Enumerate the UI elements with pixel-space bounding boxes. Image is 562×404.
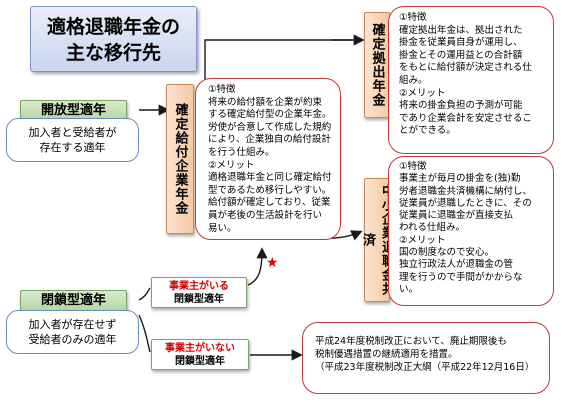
abolition-note: 平成24年度税制改正において、廃止期限後も 税制優遇措置の継続適用を措置。 （平… — [302, 322, 550, 394]
diagram-title: 適格退職年金の 主な移行先 — [30, 6, 197, 72]
chusho-line-2: 事業主が毎月の掛金を(独)勤 — [399, 173, 521, 185]
title-line-2: 主な移行先 — [65, 42, 161, 64]
db-line-8: 適格退職年金と同じ確定給付 — [208, 172, 332, 184]
abolition-line-3: （平成23年度税制改正大綱（平成22年12月16日） — [315, 362, 535, 373]
db-line-7: ②メリット — [208, 159, 255, 171]
chusho-line-6: われる仕組み。 — [399, 222, 466, 234]
chusho-line-11: い。 — [399, 283, 419, 295]
dc-label: 確定拠出年金 — [364, 12, 390, 118]
dc-line-10: とができる。 — [399, 125, 456, 137]
closed-to-absent-line — [138, 314, 151, 353]
db-line-11: 員が老後の生活設計を行い — [208, 209, 323, 221]
db-line-6: を行う仕組み。 — [208, 146, 275, 158]
closed-type-desc-line-2: 受給者のみの適年 — [28, 333, 117, 346]
dc-line-8: 将来の掛金負担の予測が可能 — [399, 100, 523, 112]
dc-line-2: 確定拠出年金は、拠出された — [399, 24, 523, 36]
dc-line-1: ①特徴 — [399, 12, 427, 23]
chusho-line-4: 従業員が退職したときに、その — [399, 197, 532, 209]
employer-exists-red-label: 事業主がいる — [169, 281, 229, 292]
star-icon: ★ — [266, 255, 279, 271]
open-type-label: 開放型適年 — [20, 100, 127, 122]
dc-line-4: 掛金とその運用益との合計額 — [399, 49, 523, 61]
chusho-description: ①特徴 事業主が毎月の掛金を(独)勤 労者退職金共済機構に納付し、 従業員が退職… — [388, 156, 554, 306]
db-line-9: 型であるため移行しやすい。 — [208, 184, 332, 196]
db-line-5: により、企業独自の給付設計 — [208, 134, 331, 146]
chusho-line-8: 国の制度なので安心。 — [399, 247, 495, 259]
chusho-line-9: 独立行政法人が退職金の管 — [399, 259, 514, 271]
chusho-line-10: 理を行うので手間がかからな — [399, 271, 523, 283]
dc-line-7: ②メリット — [399, 87, 446, 99]
abolition-line-2: 税制優遇措置の継続適用を措置。 — [315, 349, 458, 360]
closed-to-branch-line — [138, 287, 151, 301]
chusho-line-7: ②メリット — [399, 234, 446, 246]
employer-absent-label: 閉鎖型適年 — [175, 356, 225, 367]
db-line-12: 易い。 — [208, 222, 237, 234]
db-line-2: 将来の給付額を企業が約束 — [208, 96, 323, 108]
chusho-line-5: 従業員に退職金が直接支払 — [399, 210, 514, 222]
closed-type-description: 加入者が存在せず 受給者のみの適年 — [6, 310, 139, 354]
chusho-line-3: 労者退職金共済機構に納付し、 — [399, 185, 533, 197]
closed-type-desc-line-1: 加入者が存在せず — [28, 318, 117, 331]
abolition-line-1: 平成24年度税制改正において、廃止期限後も — [315, 336, 507, 347]
closed-type-label: 閉鎖型適年 — [20, 290, 127, 312]
employer-absent-red-label: 事業主がいない — [165, 343, 235, 354]
employer-exists-tag: 事業主がいる 閉鎖型適年 — [151, 277, 247, 308]
title-line-1: 適格退職年金の — [46, 16, 180, 38]
open-type-desc-line-2: 存在する適年 — [39, 141, 106, 154]
db-line-1: ①特徴 — [208, 84, 236, 95]
chusho-label: 中小企業退職金共済 — [360, 178, 394, 302]
employer-absent-tag: 事業主がいない 閉鎖型適年 — [151, 339, 249, 370]
open-type-description: 加入者と受給者が 存在する適年 — [6, 118, 139, 162]
exists-to-db-line — [247, 247, 268, 286]
open-type-desc-line-1: 加入者と受給者が — [28, 126, 117, 139]
db-line-10: 給付額が確定しており、従業 — [208, 197, 331, 209]
dc-line-6: 組み。 — [399, 74, 428, 86]
dc-description: ①特徴 確定拠出年金は、拠出された 掛金を従業員自身が運用し、 掛金とその運用益… — [388, 6, 554, 154]
dc-line-3: 掛金を従業員自身が運用し、 — [399, 37, 523, 49]
db-line-4: 労使が合意して作成した規約 — [208, 121, 332, 133]
employer-exists-label: 閉鎖型適年 — [174, 294, 224, 305]
dc-line-5: をもとに給付額が決定される仕 — [399, 62, 532, 74]
db-line-3: する確定給付型の企業年金。 — [208, 109, 332, 121]
dc-line-9: であり企業会計を安定させるこ — [399, 112, 532, 124]
db-description: ①特徴 将来の給付額を企業が約束 する確定給付型の企業年金。 労使が合意して作成… — [195, 78, 341, 240]
db-label: 確定給付企業年金 — [166, 84, 194, 234]
chusho-line-1: ①特徴 — [399, 161, 427, 172]
